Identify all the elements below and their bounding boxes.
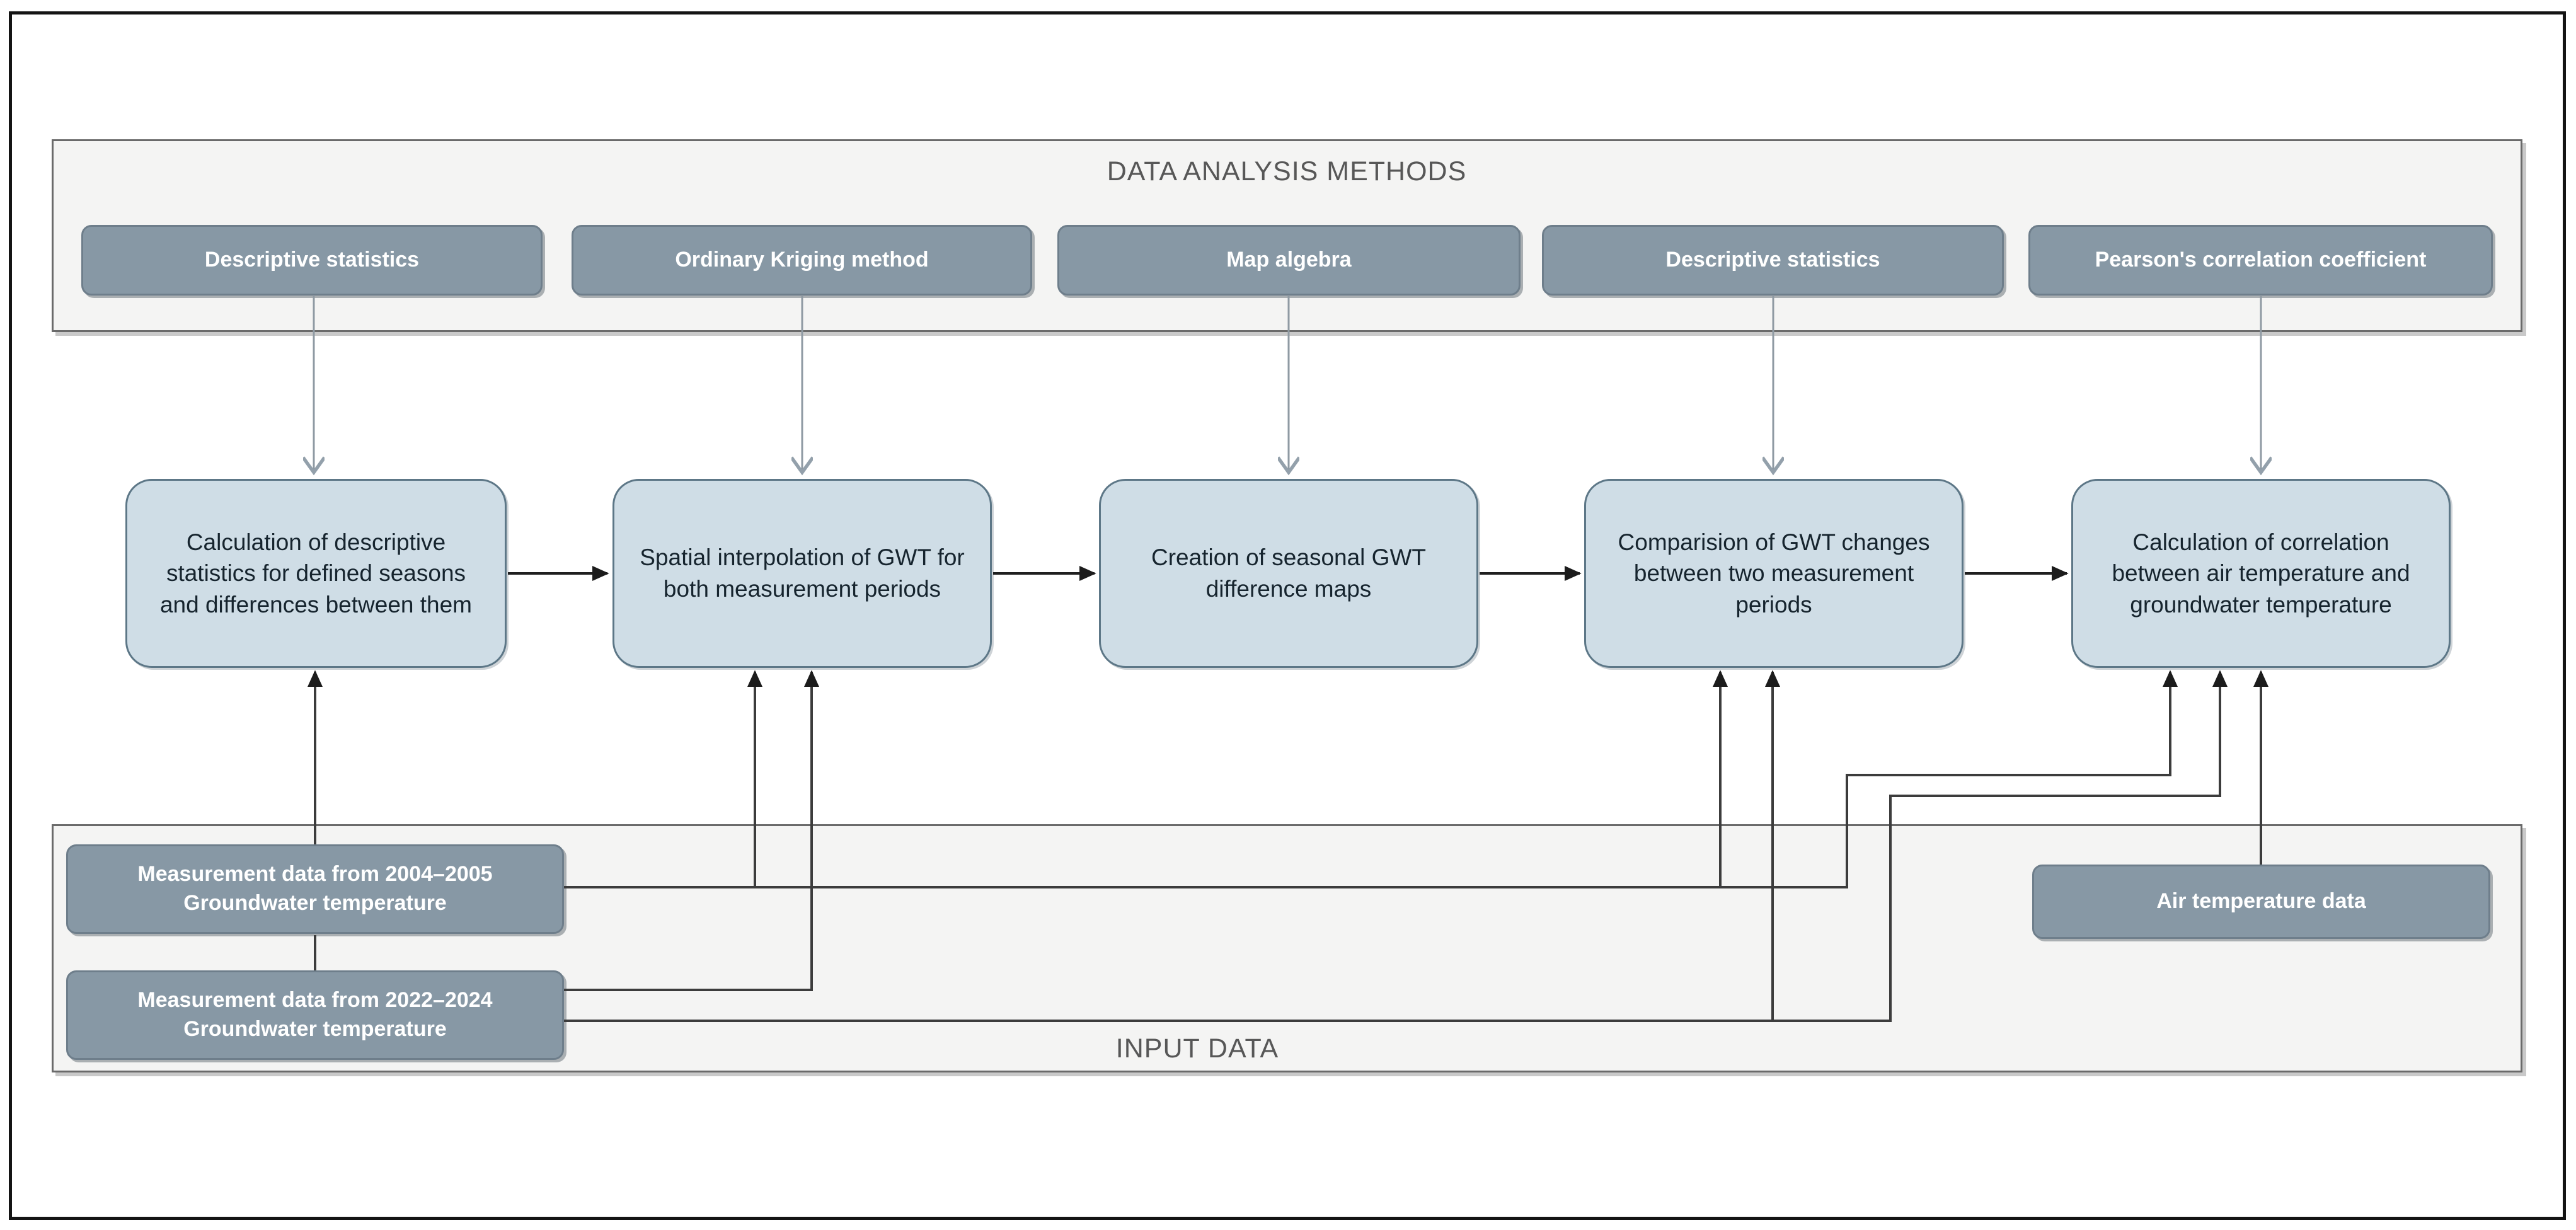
- process-box-descriptive-statistics: Calculation of descriptive statistics fo…: [125, 479, 507, 668]
- process-box-correlation-calculation: Calculation of correlation between air t…: [2071, 479, 2451, 668]
- data-analysis-methods-title: DATA ANALYSIS METHODS: [1107, 156, 1467, 187]
- process-box-difference-maps: Creation of seasonal GWT difference maps: [1099, 479, 1478, 668]
- input-box-gwt-2004-2005: Measurement data from 2004–2005 Groundwa…: [66, 844, 564, 934]
- process-box-spatial-interpolation: Spatial interpolation of GWT for both me…: [612, 479, 992, 668]
- method-box-ordinary-kriging: Ordinary Kriging method: [572, 225, 1032, 296]
- method-box-descriptive-statistics-1: Descriptive statistics: [81, 225, 543, 296]
- input-box-gwt-2022-2024: Measurement data from 2022–2024 Groundwa…: [66, 970, 564, 1060]
- input-data-title: INPUT DATA: [1115, 1033, 1279, 1064]
- input-box-air-temperature: Air temperature data: [2032, 865, 2490, 939]
- method-box-map-algebra: Map algebra: [1057, 225, 1521, 296]
- method-box-descriptive-statistics-2: Descriptive statistics: [1542, 225, 2004, 296]
- process-box-gwt-comparison: Comparision of GWT changes between two m…: [1584, 479, 1964, 668]
- method-box-pearson-correlation: Pearson's correlation coefficient: [2028, 225, 2493, 296]
